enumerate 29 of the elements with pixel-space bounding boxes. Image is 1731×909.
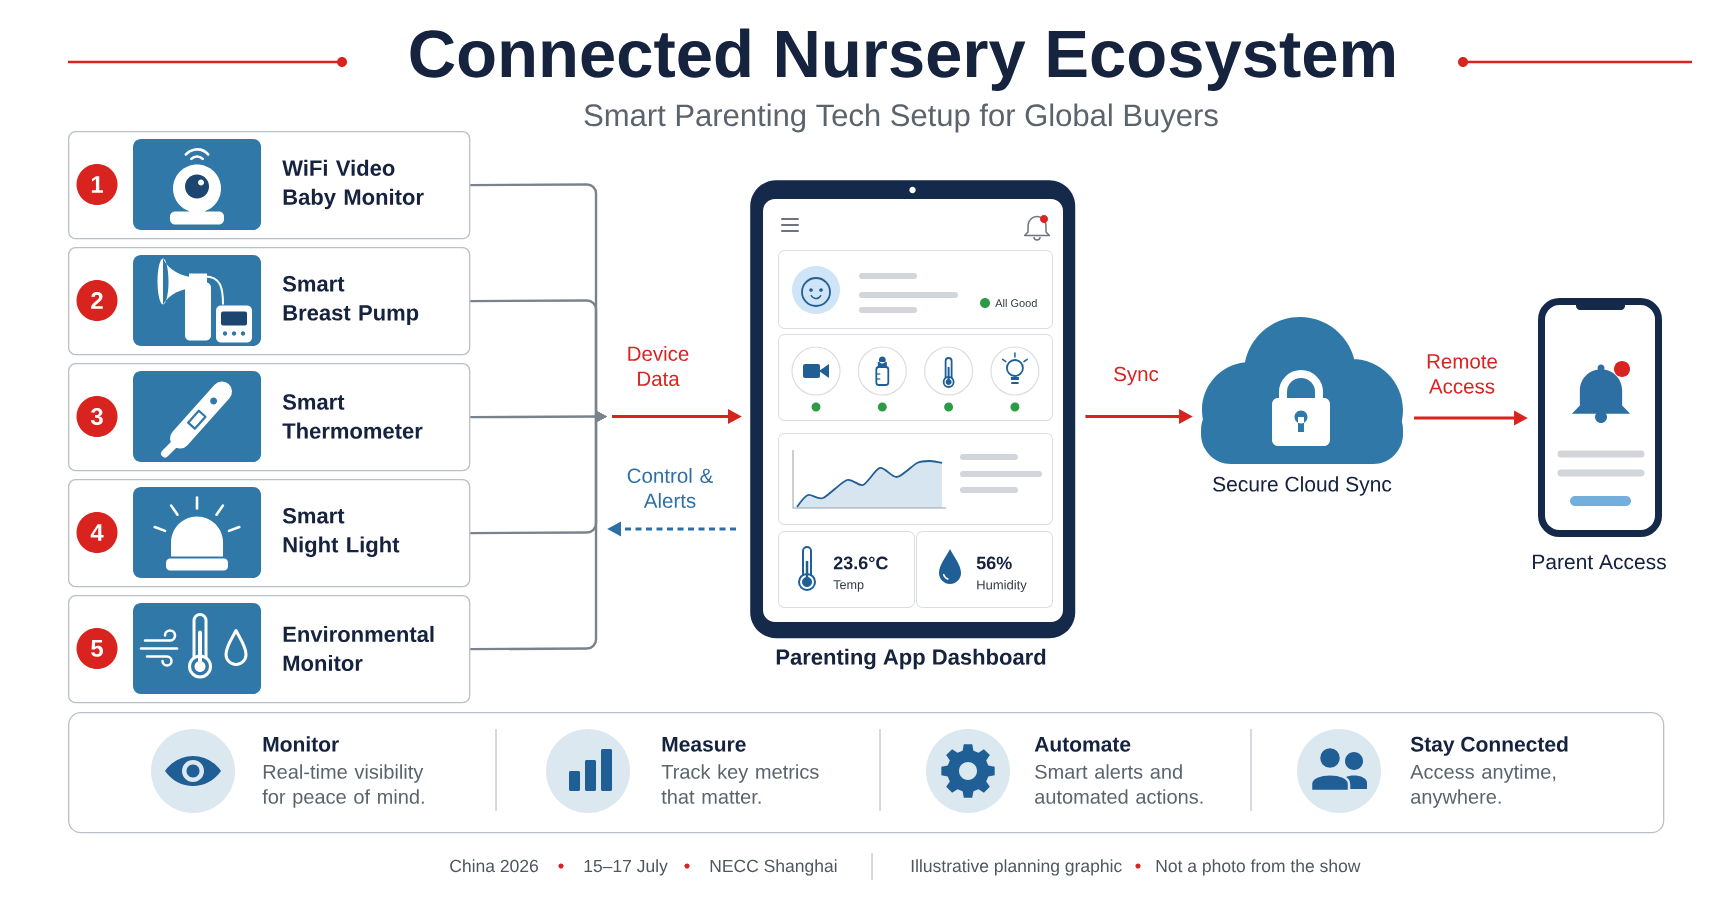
subtitle: Smart Parenting Tech Setup for Global Buyers (584, 103, 1218, 133)
node-label: Secure Cloud Sync (1213, 476, 1392, 496)
number-badge: 5 (76, 628, 118, 669)
node-label: Parent Access (1533, 554, 1666, 570)
footer-text: Illustrative planning graphic (911, 859, 1122, 876)
number-badge: 4 (76, 512, 118, 553)
edge-label: Control & Alerts (619, 466, 721, 509)
number-badge: 3 (76, 396, 118, 437)
edge-label: Sync (1112, 365, 1160, 387)
edge-label: Remote Access (1416, 353, 1508, 395)
footer-text: China 2026 (450, 859, 538, 873)
feature-title: Stay Connected (1410, 736, 1568, 756)
feature-title: Measure (662, 737, 746, 752)
footer-text: Not a photo from the show (1156, 859, 1361, 876)
footer-text: NECC Shanghai (710, 859, 837, 876)
feature-title: Automate (1034, 737, 1131, 752)
feature-text: Track key metrics that matter. (661, 764, 819, 804)
node-label: Parenting App Dashboard (776, 648, 1046, 670)
feature-text: Real-time visibility for peace of mind. (262, 764, 424, 808)
edge-label: Device Data (617, 344, 699, 387)
reading-card: 56% Humidity (916, 531, 1053, 608)
feature-text: Access anytime, anywhere. (1410, 764, 1556, 808)
feature-text: Smart alerts and automated actions. (1035, 764, 1203, 804)
number-badge: 2 (76, 280, 118, 321)
number-badge: 1 (76, 164, 118, 205)
feature-title: Monitor (263, 736, 339, 752)
footer-text: 15–17 July (584, 859, 668, 876)
title: Connected Nursery Ecosystem (410, 28, 1394, 91)
reading-card: 23.6°C Temp (778, 531, 915, 608)
